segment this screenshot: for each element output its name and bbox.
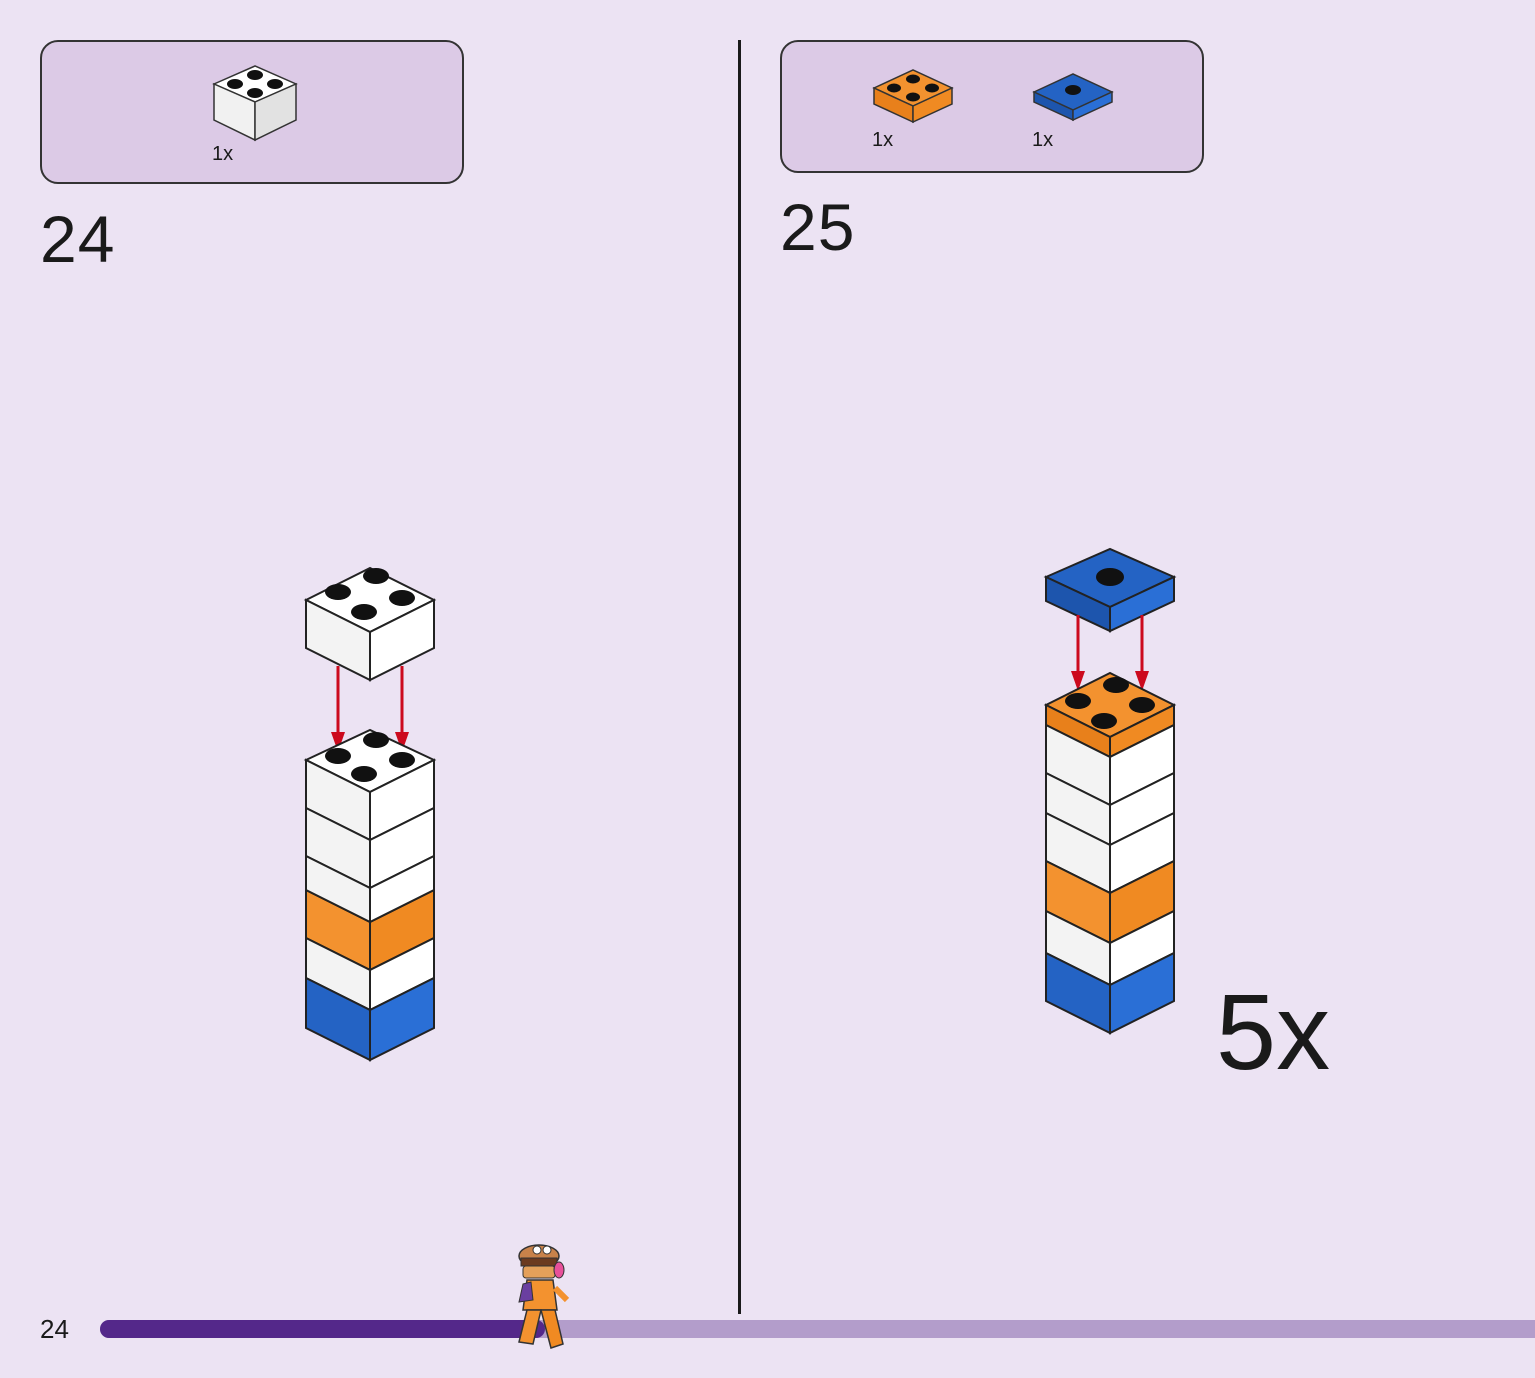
page-number: 24 [40,1314,69,1344]
blue-plate-icon [1032,73,1114,122]
tower-build-icon [303,566,437,1062]
step-24-number: 24 [40,202,116,276]
step-25-number: 25 [780,190,856,264]
step-24-parts-box: 1x [40,40,464,184]
step-25-part-2-qty: 1x [1032,129,1054,151]
step-25-multiplier: 5x [1216,971,1331,1092]
white-brick-icon [212,65,298,142]
tower-build-icon [1043,547,1177,1035]
step-divider [738,40,741,1314]
orange-plate-icon [872,69,954,124]
minifigure-icon [518,1244,570,1349]
step-24-part-qty: 1x [212,143,234,165]
progress-fill [100,1320,545,1338]
step-25-parts-box: 1x 1x [780,40,1204,173]
step-25-part-1-qty: 1x [872,129,894,151]
